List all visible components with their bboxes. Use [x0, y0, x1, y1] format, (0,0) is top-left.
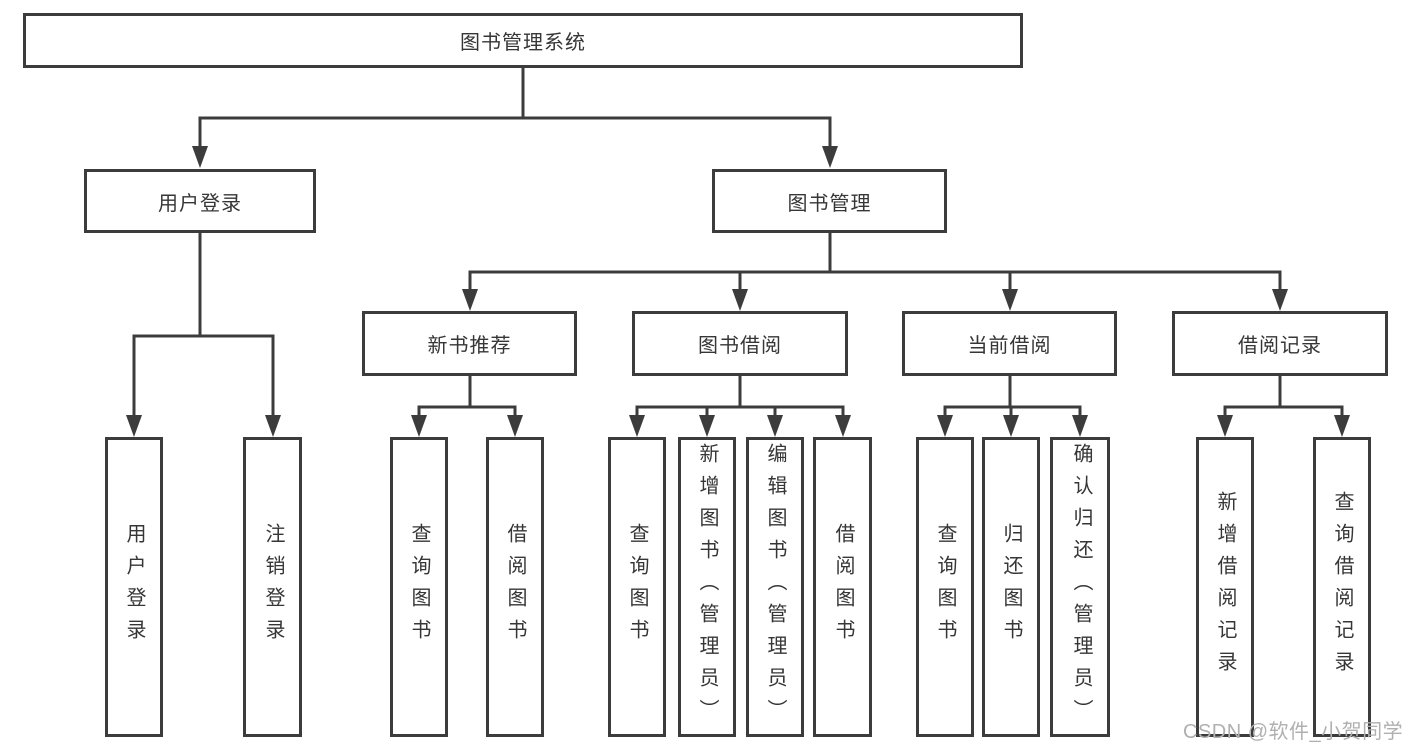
leaf-borrow-query-book: 查询图书 [608, 437, 666, 737]
leaf-record-query-record: 查询借阅记录 [1313, 437, 1371, 737]
node-book-borrow: 图书借阅 [632, 311, 848, 376]
connector-lines [132, 68, 1344, 418]
node-user-login: 用户登录 [84, 169, 316, 233]
leaf-record-add-record: 新增借阅记录 [1196, 437, 1254, 737]
node-root: 图书管理系统 [23, 13, 1023, 68]
leaf-current-return-book: 归还图书 [982, 437, 1040, 737]
node-book-management: 图书管理 [712, 169, 947, 233]
leaf-current-confirm-return: 确认归还（管理员） [1050, 437, 1110, 737]
leaf-borrow-edit-book: 编辑图书（管理员） [746, 437, 804, 737]
node-current-borrow: 当前借阅 [902, 311, 1117, 376]
watermark: CSDN @软件_小贺同学 [1183, 721, 1404, 743]
leaf-recommend-borrow-book: 借阅图书 [486, 437, 544, 737]
leaf-user-login: 用户登录 [105, 437, 163, 737]
node-borrow-record: 借阅记录 [1172, 311, 1388, 376]
arrowheads [126, 146, 1350, 437]
leaf-borrow-add-book: 新增图书（管理员） [678, 437, 736, 737]
leaf-current-query-book: 查询图书 [916, 437, 974, 737]
node-new-book-recommend: 新书推荐 [362, 311, 577, 376]
leaf-borrow-borrow-book: 借阅图书 [813, 437, 872, 737]
leaf-recommend-query-book: 查询图书 [390, 437, 448, 737]
leaf-logout: 注销登录 [243, 437, 302, 737]
